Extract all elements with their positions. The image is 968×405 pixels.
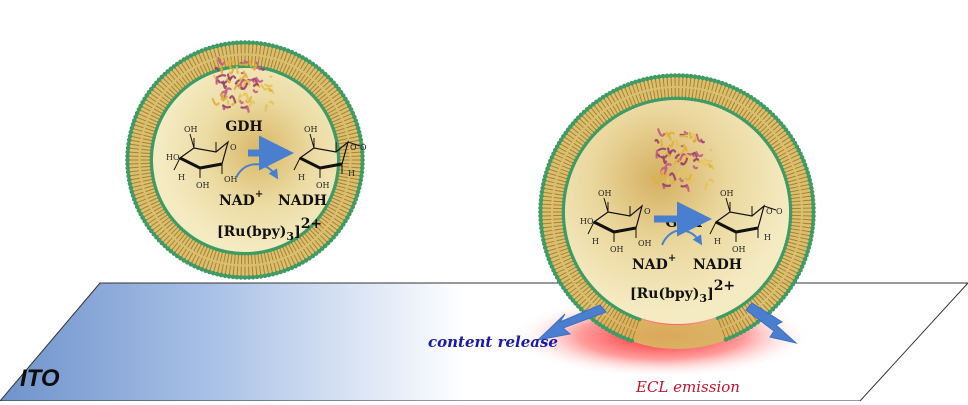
- svg-text:H: H: [178, 173, 185, 182]
- svg-text:O: O: [776, 207, 783, 216]
- svg-text:H: H: [764, 233, 771, 242]
- svg-text:H: H: [714, 237, 721, 246]
- svg-text:H: H: [348, 169, 355, 178]
- svg-text:O: O: [644, 207, 651, 216]
- svg-text:O: O: [230, 143, 237, 152]
- svg-text:OH: OH: [638, 239, 652, 248]
- svg-text:HO: HO: [580, 217, 594, 226]
- content-release-label: content release: [428, 333, 558, 351]
- svg-text:OH: OH: [224, 175, 238, 184]
- ito-label: ITO: [20, 365, 60, 392]
- gdh-label-left: GDH: [225, 119, 262, 135]
- svg-text:OH: OH: [184, 125, 198, 134]
- nadh-label-right: NADH: [693, 257, 742, 273]
- svg-text:H: H: [298, 173, 305, 182]
- svg-text:OH: OH: [732, 245, 746, 254]
- nadh-label-left: NADH: [278, 193, 327, 209]
- svg-text:OH: OH: [316, 181, 330, 190]
- svg-text:HO: HO: [166, 153, 180, 162]
- svg-text:OH: OH: [720, 189, 734, 198]
- svg-text:O: O: [360, 143, 367, 152]
- svg-text:OH: OH: [610, 245, 624, 254]
- svg-text:H: H: [592, 237, 599, 246]
- ecl-emission-label: ECL emission: [635, 378, 740, 396]
- svg-text:OH: OH: [196, 181, 210, 190]
- svg-text:OH: OH: [304, 125, 318, 134]
- svg-text:OH: OH: [598, 189, 612, 198]
